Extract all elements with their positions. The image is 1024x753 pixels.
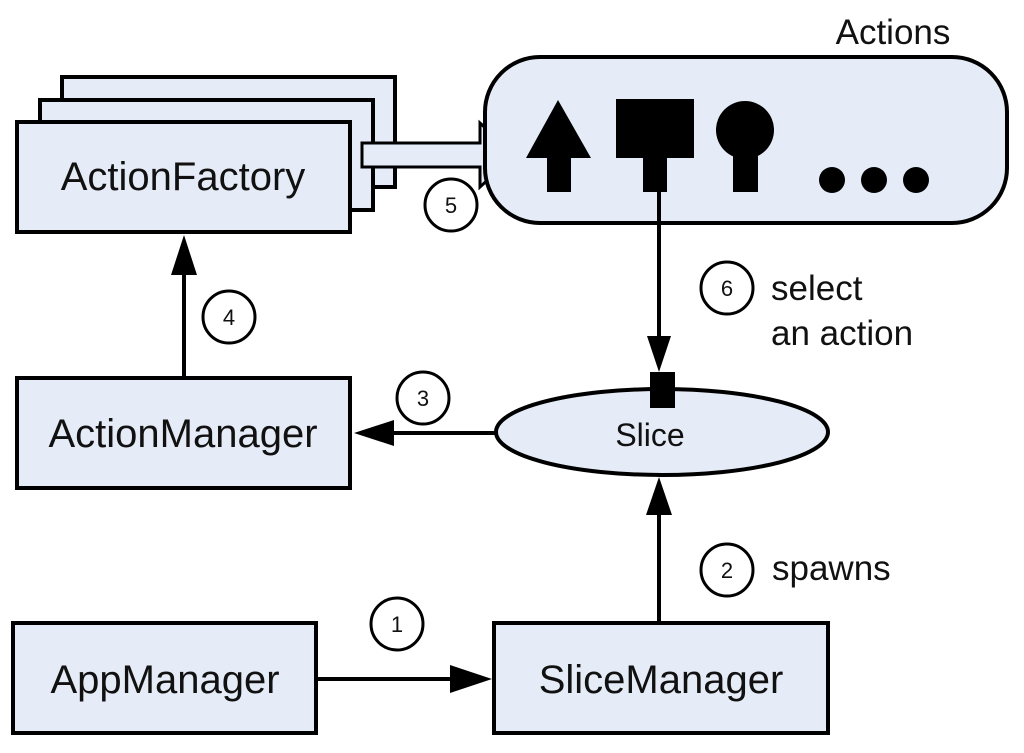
app-manager-node: AppManager [11, 621, 318, 735]
step-2-label: spawns [772, 549, 891, 588]
actions-container: Actions [483, 13, 1009, 225]
step-6-label-line2: an action [771, 314, 913, 353]
actions-title: Actions [836, 13, 951, 52]
action-factory-box [15, 120, 352, 234]
action-manager-label: ActionManager [48, 412, 317, 456]
action-manager-box [15, 376, 352, 490]
ellipsis-icon [819, 167, 929, 193]
step-5-number: 5 [445, 193, 457, 218]
step-1-badge: 1 [369, 596, 425, 652]
step-2-number: 2 [721, 558, 733, 583]
step-3-number: 3 [417, 386, 429, 411]
step-6-number: 6 [721, 276, 733, 301]
step-4-arrowhead [171, 235, 197, 275]
step-6-label-line1: select [771, 269, 863, 308]
slice-manager-label: SliceManager [539, 658, 784, 702]
square-plug-icon [616, 99, 694, 192]
step-1-arrowhead [450, 665, 492, 693]
slice-label: Slice [615, 417, 684, 453]
step-5-badge: 5 [423, 177, 479, 233]
step-6-badge: 6 [699, 260, 755, 316]
keyhole-icon [716, 101, 774, 192]
app-manager-label: AppManager [50, 658, 279, 702]
step-6-arrowhead [647, 336, 671, 372]
slice-manager-box [492, 621, 830, 735]
app-manager-box [11, 621, 318, 735]
step-2-arrowhead [646, 477, 672, 515]
slice-node: Slice [494, 372, 830, 477]
action-factory-label: ActionFactory [61, 155, 306, 199]
action-manager-node: ActionManager [15, 376, 352, 490]
action-factory-node: ActionFactory [15, 75, 397, 234]
arrow-up-icon [526, 100, 591, 192]
step-2-badge: 2 [699, 542, 755, 598]
slice-port [650, 372, 675, 408]
slice-manager-node: SliceManager [492, 621, 830, 735]
step-4-badge: 4 [201, 289, 257, 345]
step-1-number: 1 [391, 612, 403, 637]
step-3-arrowhead [354, 420, 394, 446]
step-3-badge: 3 [395, 370, 451, 426]
step-4-number: 4 [223, 305, 235, 330]
